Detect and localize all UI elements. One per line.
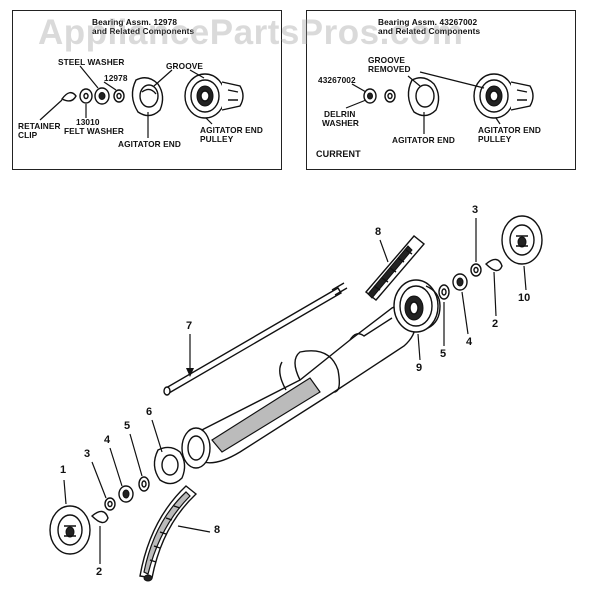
steel-washer-illustration <box>94 87 110 105</box>
label-part-43267002: 43267002 <box>318 75 356 85</box>
label-felt-washer-line2: FELT WASHER <box>64 126 124 136</box>
callout-2-right: 2 <box>492 318 499 330</box>
agitator-end-illustration-right <box>407 77 440 117</box>
label-groove-left: GROOVE <box>166 61 204 71</box>
left-panel-title-line1: Bearing Assm. 12978 <box>92 17 178 27</box>
retainer-clip-illustration <box>60 91 77 102</box>
label-felt-washer-line1: 13010 <box>76 117 100 127</box>
label-groove-removed-line2: REMOVED <box>368 64 411 74</box>
callout-1: 1 <box>60 464 67 476</box>
label-part-12978: 12978 <box>104 73 128 83</box>
clip-part-2-left <box>90 510 109 524</box>
label-groove-removed-line1: GROOVE <box>368 55 406 65</box>
callout-5-left: 5 <box>124 420 131 432</box>
label-retainer-clip-line2: CLIP <box>18 130 38 140</box>
callout-4-right: 4 <box>466 336 473 348</box>
callout-9: 9 <box>416 362 423 374</box>
callout-7: 7 <box>186 320 193 332</box>
label-delrin-washer-line2: WASHER <box>322 118 360 128</box>
label-retainer-clip-line1: RETAINER <box>18 121 61 131</box>
agitator-end-pulley-illustration-left <box>184 73 244 119</box>
callout-6: 6 <box>146 406 153 418</box>
label-agitator-end-left: AGITATOR END <box>118 139 181 149</box>
callout-3-left: 3 <box>84 448 91 460</box>
label-pulley-left-line1: AGITATOR END <box>200 125 263 135</box>
brush-part-8-top <box>364 235 426 301</box>
washer-part-3-left <box>104 497 116 511</box>
pulley-part-9 <box>393 279 441 333</box>
label-steel-washer: STEEL WASHER <box>58 57 125 67</box>
left-panel-title-line2: and Related Components <box>92 26 195 36</box>
callout-8-bottom: 8 <box>214 524 221 536</box>
label-agitator-end-right: AGITATOR END <box>392 135 455 145</box>
delrin-washer-illustration <box>363 88 377 104</box>
agitator-end-part-6 <box>153 446 186 485</box>
callout-8-top: 8 <box>375 226 382 238</box>
axle-part-7 <box>163 282 348 396</box>
clip-part-2-right <box>484 258 503 272</box>
label-pulley-right-line1: AGITATOR END <box>478 125 541 135</box>
label-current: CURRENT <box>316 149 361 159</box>
washer-part-5-left <box>138 476 150 492</box>
callout-2-left: 2 <box>96 566 103 578</box>
bearing-12978-illustration <box>113 89 125 103</box>
washer-part-3-right <box>470 263 482 277</box>
agitator-body <box>181 304 417 469</box>
washer-part-5-right <box>438 284 450 300</box>
felt-washer-illustration <box>79 88 93 104</box>
bearing-43267002-illustration <box>384 89 396 103</box>
end-cap-part-10 <box>501 215 543 265</box>
agitator-end-pulley-illustration-right <box>473 73 534 119</box>
callout-5-right: 5 <box>440 348 447 360</box>
callout-10: 10 <box>518 292 531 304</box>
agitator-end-illustration-left <box>131 77 164 117</box>
label-pulley-right-line2: PULLEY <box>478 134 512 144</box>
brush-part-8-bottom <box>139 485 198 582</box>
label-pulley-left-line2: PULLEY <box>200 134 234 144</box>
right-panel-title-line1: Bearing Assm. 43267002 <box>378 17 478 27</box>
bearing-part-4-right <box>452 273 468 291</box>
callout-3-right: 3 <box>472 204 479 216</box>
callout-4-left: 4 <box>104 434 111 446</box>
label-delrin-washer-line1: DELRIN <box>324 109 356 119</box>
end-cap-part-1 <box>49 505 91 555</box>
bearing-part-4-left <box>118 485 134 503</box>
right-panel-title-line2: and Related Components <box>378 26 481 36</box>
